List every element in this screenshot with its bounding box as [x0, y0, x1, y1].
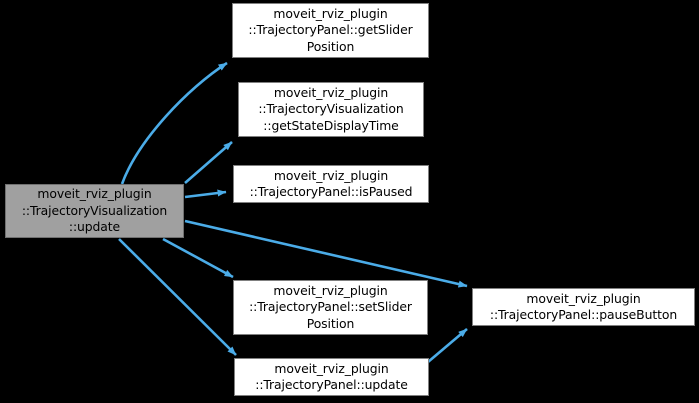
node-trajectory-panel-pause-button[interactable]: moveit_rviz_plugin ::TrajectoryPanel::pa… [472, 288, 695, 326]
edge-update-to-panel-update [118, 238, 237, 356]
node-label: moveit_rviz_plugin ::TrajectoryPanel::pa… [489, 290, 678, 323]
node-label: moveit_rviz_plugin ::TrajectoryPanel::is… [249, 167, 413, 200]
edge-panel-update-to-pause-button [427, 328, 468, 363]
node-label: moveit_rviz_plugin ::TrajectoryVisualiza… [258, 84, 404, 133]
edge-update-to-get-slider-position [120, 61, 228, 185]
node-label: moveit_rviz_plugin ::TrajectoryVisualiza… [21, 186, 168, 235]
node-trajectory-panel-get-slider-position[interactable]: moveit_rviz_plugin ::TrajectoryPanel::ge… [232, 3, 429, 58]
node-label: moveit_rviz_plugin ::TrajectoryPanel::se… [249, 282, 412, 331]
edge-update-to-set-slider-position [162, 237, 234, 279]
node-label: moveit_rviz_plugin ::TrajectoryPanel::ge… [248, 5, 413, 54]
edge-update-to-is-paused [184, 189, 227, 199]
node-trajectory-panel-is-paused[interactable]: moveit_rviz_plugin ::TrajectoryPanel::is… [233, 165, 429, 203]
node-trajectory-visualization-get-state-display-time[interactable]: moveit_rviz_plugin ::TrajectoryVisualiza… [238, 82, 424, 137]
node-trajectory-panel-update[interactable]: moveit_rviz_plugin ::TrajectoryPanel::up… [234, 358, 429, 396]
edge-update-to-get-state-display-time [184, 141, 233, 184]
node-trajectory-panel-set-slider-position[interactable]: moveit_rviz_plugin ::TrajectoryPanel::se… [233, 280, 428, 335]
node-label: moveit_rviz_plugin ::TrajectoryPanel::up… [255, 360, 408, 393]
node-trajectory-visualization-update[interactable]: moveit_rviz_plugin ::TrajectoryVisualiza… [5, 184, 184, 238]
edge-update-to-pause-button [184, 219, 468, 288]
